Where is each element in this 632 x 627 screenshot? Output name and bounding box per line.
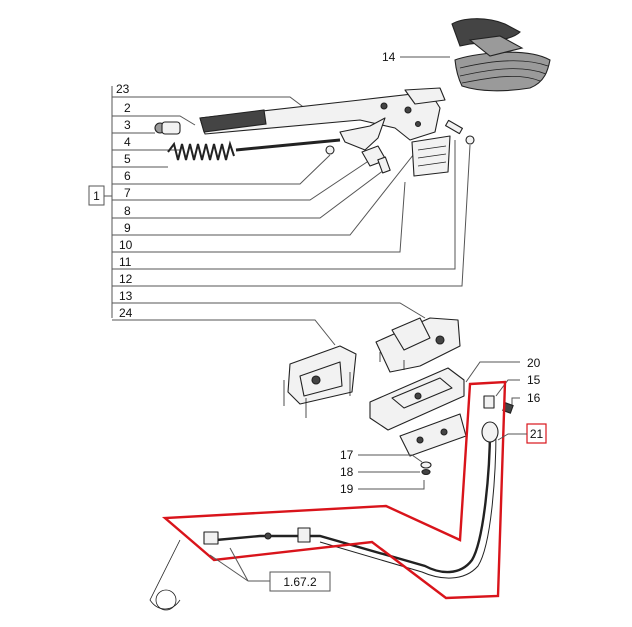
release-button [161, 121, 181, 135]
callout-2: 2 [112, 101, 196, 126]
callout-11: 11 [112, 140, 456, 270]
assembly-box [88, 185, 105, 206]
fasteners-15-16: 15 16 [483, 373, 541, 414]
callout-16: 16 [527, 391, 541, 405]
callout-15: 15 [527, 373, 541, 387]
callout-5: 5 [112, 152, 168, 168]
svg-text:2: 2 [124, 101, 131, 115]
pivot-bracket-13 [375, 317, 461, 373]
handle-grip-boot: 14 [382, 18, 551, 92]
svg-text:4: 4 [124, 135, 131, 149]
callout-19: 19 [340, 482, 354, 496]
callout-column: 1 23 2 3 4 5 6 7 8 [88, 82, 471, 346]
callout-23: 23 [112, 82, 311, 113]
brake-cable [149, 421, 499, 611]
svg-text:11: 11 [119, 255, 132, 269]
svg-text:5: 5 [124, 152, 131, 166]
callout-14: 14 [382, 50, 396, 64]
callout-20: 20 [527, 356, 541, 370]
svg-text:8: 8 [124, 204, 131, 218]
callout-24: 24 [112, 306, 336, 346]
svg-text:3: 3 [124, 118, 131, 132]
page-reference-label: 1.67.2 [283, 575, 317, 589]
callout-13: 13 [112, 289, 426, 319]
spring [167, 140, 235, 161]
mounting-base: 20 [369, 356, 541, 457]
svg-text:10: 10 [119, 238, 133, 252]
svg-text:13: 13 [119, 289, 133, 303]
page-reference-box [269, 571, 331, 592]
callout-4: 4 [112, 135, 180, 151]
svg-text:7: 7 [124, 186, 131, 200]
callout-17: 17 [340, 448, 354, 462]
svg-text:12: 12 [119, 272, 133, 286]
svg-text:9: 9 [124, 221, 131, 235]
washers-17-19: 17 18 19 [340, 448, 432, 496]
cable-highlight-outline [161, 380, 507, 600]
small-parts-upper [325, 119, 475, 177]
callout-18: 18 [340, 465, 354, 479]
callout-9: 9 [112, 139, 426, 236]
callout-3: 3 [112, 118, 155, 134]
callout-21: 21 [497, 423, 547, 444]
callout-6: 6 [112, 154, 331, 185]
pivot-bracket-24 [283, 345, 357, 418]
page-reference: 1.67.2 [209, 547, 331, 592]
callout-7: 7 [112, 159, 371, 201]
pushrod [154, 117, 386, 152]
highlight-label: 21 [530, 427, 544, 441]
svg-text:6: 6 [124, 169, 131, 183]
callout-12: 12 [112, 144, 471, 287]
callout-8: 8 [112, 169, 385, 219]
svg-text:23: 23 [116, 82, 130, 96]
callout-10: 10 [112, 181, 406, 253]
brake-lever [199, 87, 446, 141]
assembly-label: 1 [93, 189, 100, 203]
svg-text:24: 24 [119, 306, 133, 320]
